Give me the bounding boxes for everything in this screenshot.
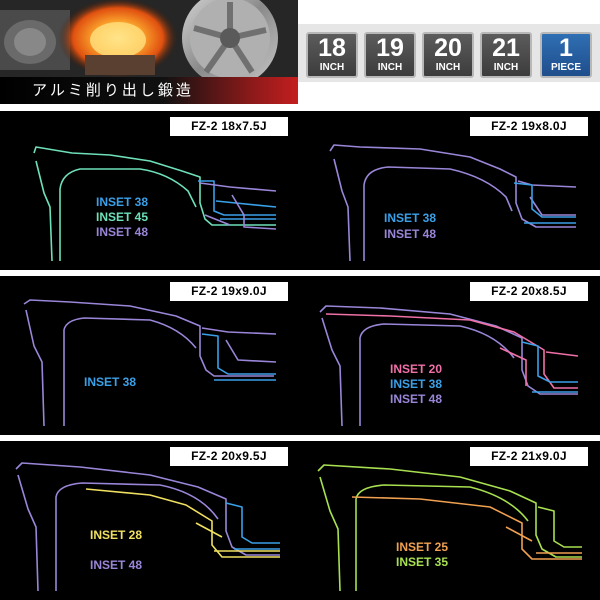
spec-row-2: FZ-2 19x9.0J INSET 38 FZ-2 20x8.5J INSET…	[0, 276, 600, 435]
size-number: 19	[376, 34, 404, 62]
model-size-label: FZ-2 21x9.0J	[470, 447, 588, 466]
piece-unit: PIECE	[550, 62, 581, 73]
spec-row-1: FZ-2 18x7.5J INSET 38 INSET 45 INSET 48 …	[0, 111, 600, 270]
model-size-label: FZ-2 20x8.5J	[470, 282, 588, 301]
size-unit: INCH	[435, 62, 461, 73]
spec-panel-20x8.5j: FZ-2 20x8.5J INSET 20 INSET 38 INSET 48	[300, 276, 600, 435]
inset-value: INSET 35	[396, 555, 449, 569]
spec-panel-19x9.0j: FZ-2 19x9.0J INSET 38	[0, 276, 300, 435]
model-size-label: FZ-2 20x9.5J	[170, 447, 288, 466]
size-number: 20	[434, 34, 462, 62]
size-badge-20: 20 INCH	[422, 32, 474, 78]
inset-value: INSET 28	[90, 528, 143, 542]
size-badge-18: 18 INCH	[306, 32, 358, 78]
model-size-label: FZ-2 19x9.0J	[170, 282, 288, 301]
inset-value: INSET 25	[396, 540, 449, 554]
model-size-label: FZ-2 19x8.0J	[470, 117, 588, 136]
model-size-label: FZ-2 18x7.5J	[170, 117, 288, 136]
inset-value: INSET 38	[390, 377, 443, 391]
size-badge-19: 19 INCH	[364, 32, 416, 78]
inset-value: INSET 48	[384, 227, 437, 241]
inset-value: INSET 38	[384, 211, 437, 225]
size-unit: INCH	[493, 62, 519, 73]
piece-number: 1	[559, 34, 573, 62]
forging-scene-illustration	[0, 0, 298, 104]
inset-value: INSET 45	[96, 210, 149, 224]
inset-value: INSET 38	[96, 195, 149, 209]
spec-panel-20x9.5j: FZ-2 20x9.5J INSET 28 INSET 48	[0, 441, 300, 600]
spec-row-3: FZ-2 20x9.5J INSET 28 INSET 48 FZ-2 21x9…	[0, 441, 600, 600]
size-number: 18	[318, 34, 346, 62]
forging-hero-image: アルミ削り出し鍛造	[0, 0, 298, 104]
size-badge-21: 21 INCH	[480, 32, 532, 78]
inset-value: INSET 48	[96, 225, 149, 239]
wheel-profile-drawing	[317, 464, 582, 592]
wheel-profile-drawing	[319, 305, 579, 427]
spec-panel-19x8.0j: FZ-2 19x8.0J INSET 38 INSET 48	[300, 111, 600, 270]
piece-badge: 1 PIECE	[540, 32, 592, 78]
inset-value: INSET 38	[84, 375, 137, 389]
inset-value: INSET 48	[390, 392, 443, 406]
inset-value: INSET 48	[90, 558, 143, 572]
size-number: 21	[492, 34, 520, 62]
inset-value: INSET 20	[390, 362, 443, 376]
spec-panel-21x9.0j: FZ-2 21x9.0J INSET 25 INSET 35	[300, 441, 600, 600]
wheel-profile-drawing	[329, 144, 577, 262]
size-unit: INCH	[319, 62, 345, 73]
wheel-profile-drawing	[33, 146, 277, 262]
size-unit: INCH	[377, 62, 403, 73]
forging-caption: アルミ削り出し鍛造	[0, 77, 298, 104]
wheel-profile-drawing	[23, 299, 277, 427]
spec-panel-18x7.5j: FZ-2 18x7.5J INSET 38 INSET 45 INSET 48	[0, 111, 300, 270]
wheel-profile-drawing	[15, 462, 280, 592]
